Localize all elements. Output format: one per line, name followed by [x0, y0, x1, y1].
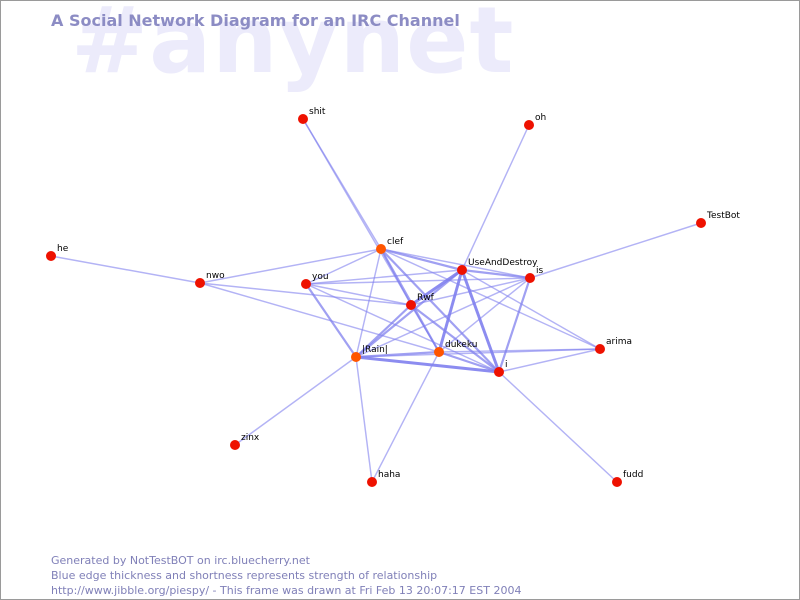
node-dot[interactable] [595, 344, 605, 354]
node-i[interactable]: i [494, 360, 508, 377]
edge-i-fudd [498, 371, 618, 483]
node-dot[interactable] [376, 244, 386, 254]
node-dot[interactable] [525, 273, 535, 283]
node-you[interactable]: you [301, 272, 329, 289]
footer-legend: Blue edge thickness and shortness repres… [51, 569, 438, 582]
node-label: dukeku [445, 340, 477, 350]
edge-Rwf-dukeku [410, 304, 440, 353]
node-UseAndDestroy[interactable]: UseAndDestroy [457, 258, 538, 275]
edge-UseAndDestroy-arima [461, 269, 601, 350]
edge-he-nwo [50, 255, 201, 284]
node-clef[interactable]: clef [376, 237, 404, 254]
edges-layer [50, 118, 702, 483]
node-label: you [312, 272, 329, 282]
node-nwo[interactable]: nwo [195, 271, 225, 288]
edge-you-Rain [305, 283, 357, 358]
node-label: fudd [623, 470, 643, 480]
edge-dukeku-haha [371, 351, 440, 483]
edge-clef-Rain [355, 248, 382, 358]
edge-UseAndDestroy-is [461, 268, 531, 280]
node-dot[interactable] [298, 114, 308, 124]
edge-you-Rwf [305, 283, 412, 306]
node-Rain[interactable]: |Rain| [351, 345, 388, 362]
node-dot[interactable] [434, 347, 444, 357]
node-label: is [536, 266, 544, 276]
node-he[interactable]: he [46, 244, 69, 261]
node-dot[interactable] [524, 120, 534, 130]
node-dukeku[interactable]: dukeku [434, 340, 477, 357]
node-dot[interactable] [351, 352, 361, 362]
node-label: clef [387, 237, 404, 247]
node-label: he [57, 244, 69, 254]
node-label: i [505, 360, 508, 370]
node-arima[interactable]: arima [595, 337, 632, 354]
edge-UseAndDestroy-dukeku [437, 269, 464, 353]
channel-watermark: #anynet [71, 0, 515, 94]
node-dot[interactable] [367, 477, 377, 487]
edge-TestBot-is [529, 222, 702, 279]
edge-you-UseAndDestroy [305, 269, 463, 285]
footer-timestamp: http://www.jibble.org/piespy/ - This fra… [51, 584, 522, 597]
edge-clef-arima [380, 248, 601, 350]
node-label: |Rain| [362, 345, 388, 355]
edge-nwo-clef [199, 248, 382, 284]
edge-Rain-i [355, 355, 500, 374]
node-label: TestBot [706, 211, 740, 221]
edge-UseAndDestroy-Rain [355, 269, 463, 358]
node-dot[interactable] [230, 440, 240, 450]
edge-Rain-haha [355, 356, 373, 483]
node-label: oh [535, 113, 546, 123]
edge-oh-UseAndDestroy [461, 124, 530, 271]
edge-clef-is [380, 248, 531, 279]
node-Rwf[interactable]: Rwf [406, 293, 435, 310]
diagram-title: A Social Network Diagram for an IRC Chan… [51, 11, 460, 30]
edge-UseAndDestroy-i [460, 269, 501, 373]
node-label: UseAndDestroy [468, 258, 538, 268]
node-dot[interactable] [612, 477, 622, 487]
node-haha[interactable]: haha [367, 470, 400, 487]
node-dot[interactable] [406, 300, 416, 310]
node-label: nwo [206, 271, 225, 281]
node-label: zinx [241, 433, 260, 443]
footer-generated-by: Generated by NotTestBOT on irc.bluecherr… [51, 554, 310, 567]
edge-is-Rwf [410, 277, 531, 306]
node-dot[interactable] [46, 251, 56, 261]
node-dot[interactable] [494, 367, 504, 377]
node-is[interactable]: is [525, 266, 544, 283]
node-label: shit [309, 107, 326, 117]
node-label: arima [606, 337, 632, 347]
edge-nwo-dukeku [199, 282, 440, 353]
node-shit[interactable]: shit [298, 107, 326, 124]
edge-Rwf-i [410, 304, 500, 373]
edge-clef-UseAndDestroy [380, 247, 463, 272]
node-dot[interactable] [696, 218, 706, 228]
footer: Generated by NotTestBOT on irc.bluecherr… [51, 553, 521, 598]
edge-nwo-Rwf [199, 282, 412, 306]
edge-you-clef [305, 248, 382, 285]
edge-i-arima [498, 348, 601, 373]
node-oh[interactable]: oh [524, 113, 546, 130]
node-label: Rwf [417, 293, 435, 303]
node-dot[interactable] [301, 279, 311, 289]
edge-dukeku-i [438, 350, 500, 374]
edge-dukeku-arima [438, 348, 601, 353]
edge-is-Rain [355, 277, 531, 358]
node-zinx[interactable]: zinx [230, 433, 260, 450]
edge-Rain-zinx [234, 356, 357, 446]
node-TestBot[interactable]: TestBot [696, 211, 740, 228]
node-dot[interactable] [457, 265, 467, 275]
edge-Rwf-Rain [355, 304, 412, 358]
edge-is-i [497, 277, 532, 373]
node-fudd[interactable]: fudd [612, 470, 643, 487]
node-label: haha [378, 470, 400, 480]
edge-you-i [305, 283, 500, 373]
node-dot[interactable] [195, 278, 205, 288]
edge-you-is [305, 277, 531, 285]
edge-is-dukeku [438, 277, 531, 353]
